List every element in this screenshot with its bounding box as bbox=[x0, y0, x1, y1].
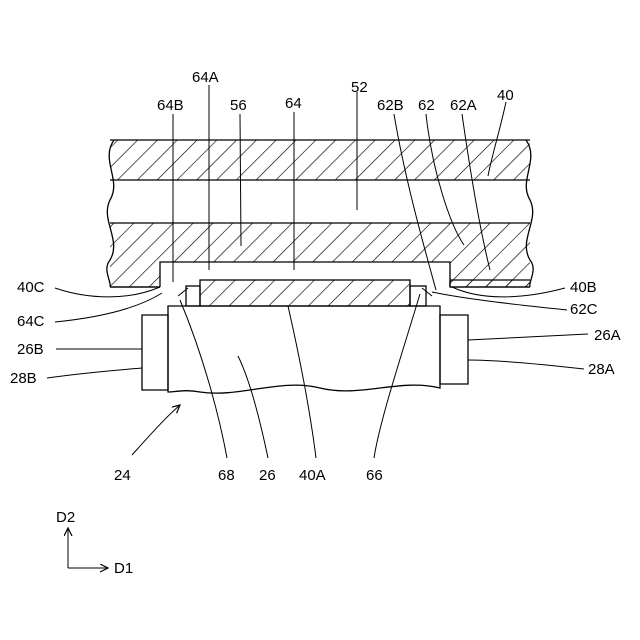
bond-bar-40A bbox=[200, 280, 410, 306]
label-28B: 28B bbox=[10, 370, 37, 387]
label-66: 66 bbox=[366, 467, 383, 484]
label-D1: D1 bbox=[114, 560, 133, 577]
label-28A: 28A bbox=[588, 361, 615, 378]
label-D2: D2 bbox=[56, 509, 75, 526]
label-40C: 40C bbox=[17, 279, 45, 296]
label-24: 24 bbox=[114, 467, 131, 484]
label-26B: 26B bbox=[17, 341, 44, 358]
label-64A: 64A bbox=[192, 69, 219, 86]
axis-indicator bbox=[68, 528, 108, 568]
label-40B: 40B bbox=[570, 279, 597, 296]
label-68: 68 bbox=[218, 467, 235, 484]
label-40A: 40A bbox=[299, 467, 326, 484]
label-62C: 62C bbox=[570, 301, 598, 318]
label-62A: 62A bbox=[450, 97, 477, 114]
label-62B: 62B bbox=[377, 97, 404, 114]
label-64: 64 bbox=[285, 95, 302, 112]
label-64C: 64C bbox=[17, 313, 45, 330]
label-26A: 26A bbox=[594, 327, 621, 344]
label-52: 52 bbox=[351, 79, 368, 96]
label-26: 26 bbox=[259, 467, 276, 484]
label-64B: 64B bbox=[157, 97, 184, 114]
label-40: 40 bbox=[497, 87, 514, 104]
label-62: 62 bbox=[418, 97, 435, 114]
label-56: 56 bbox=[230, 97, 247, 114]
